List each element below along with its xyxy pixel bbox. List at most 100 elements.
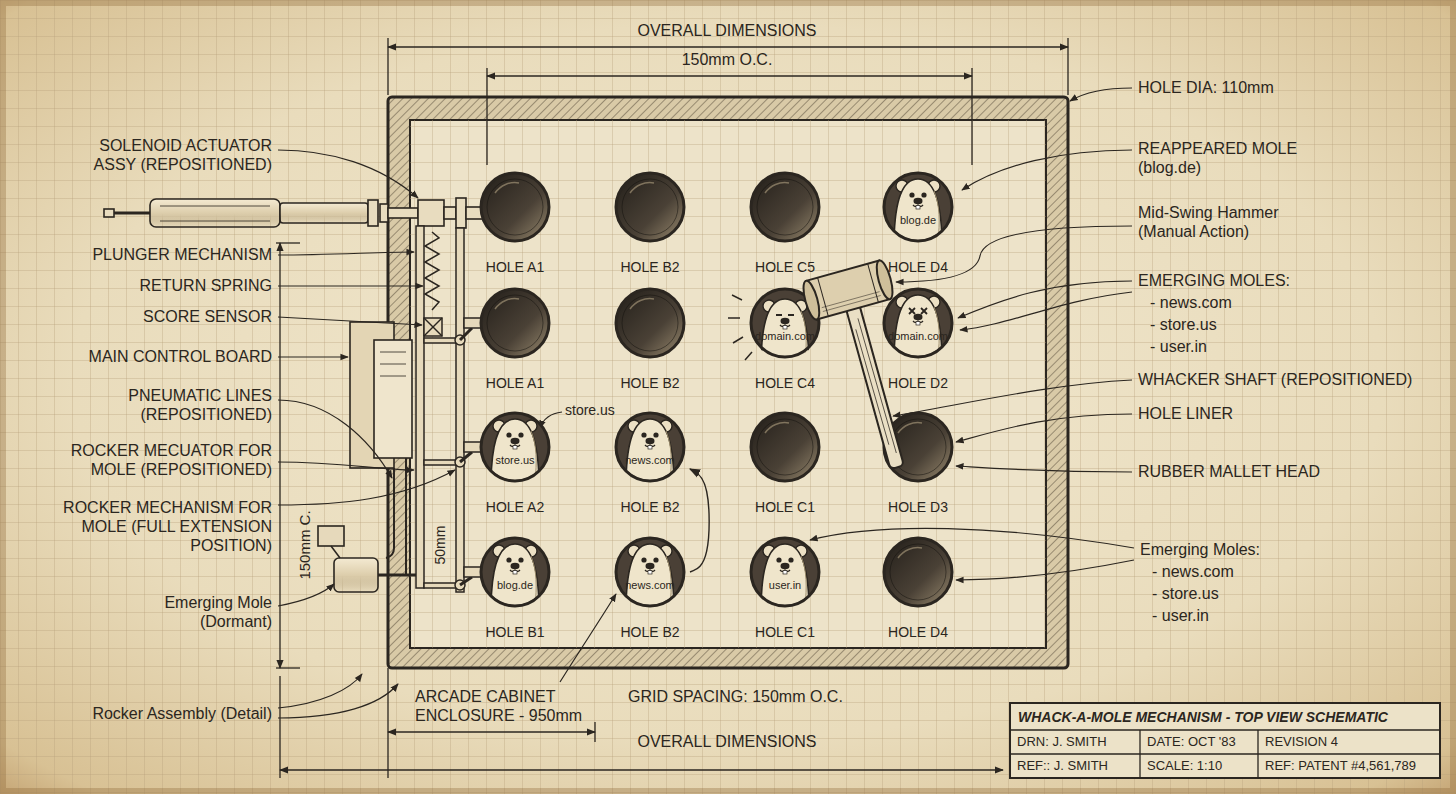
callout-label: ROCKER MECUATOR FOR MOLE (REPOSITIONED) <box>22 441 272 479</box>
hole-caption: HOLE D3 <box>878 499 958 515</box>
rocker-mechanism <box>424 318 442 336</box>
mole-domain-text: blog.de <box>900 213 936 227</box>
title-block <box>1010 703 1440 778</box>
pneumatic-lines <box>405 458 407 575</box>
mole-figure <box>513 571 517 575</box>
hole-figure <box>616 289 684 357</box>
mole-figure <box>788 314 794 316</box>
solenoid-actuator <box>160 221 270 222</box>
solenoid-actuator <box>418 200 444 226</box>
hole-interior: blog.de <box>475 536 555 608</box>
mole-figure <box>783 326 787 330</box>
solenoid-actuator <box>380 204 388 222</box>
solenoid-actuator <box>150 199 280 227</box>
mole-figure <box>783 571 787 575</box>
rocker-mechanism <box>460 452 472 462</box>
hole-figure <box>481 289 549 357</box>
impact-marks <box>732 295 742 300</box>
mole-figure <box>914 314 923 320</box>
hole-caption: HOLE D2 <box>878 375 958 391</box>
callout-label: REAPPEARED MOLE (blog.de) <box>1138 139 1338 177</box>
hole-opening <box>481 289 549 357</box>
mole-hole: HOLE A1 <box>475 171 555 275</box>
hole-liner <box>757 179 813 235</box>
cabinet-enclosure <box>410 120 1046 648</box>
impact-marks <box>728 317 740 319</box>
mallet-illustration <box>800 279 822 321</box>
hole-outline <box>479 536 551 608</box>
hole-figure <box>481 538 549 612</box>
rocker-mechanism <box>456 228 464 592</box>
hole-rim <box>481 413 549 481</box>
mole-hole: HOLE A1 <box>475 287 555 391</box>
callout-label: EMERGING MOLES: <box>1138 271 1290 290</box>
dimension-lines <box>387 38 388 95</box>
mole-figure <box>646 563 655 569</box>
hole-rim <box>616 538 684 606</box>
mole-hole: HOLE C1 <box>745 411 825 515</box>
callout-label: PNEUMATIC LINES (REPOSITIONED) <box>67 386 272 424</box>
hole-figure <box>481 413 549 487</box>
hole-figure <box>751 413 819 481</box>
cabinet-enclosure <box>388 97 1068 668</box>
dimension-lines <box>388 731 595 732</box>
hole-caption: HOLE B2 <box>610 375 690 391</box>
list-item: - user.in <box>1150 337 1207 356</box>
hole-interior <box>475 171 555 243</box>
hole-interior: news.com <box>610 536 690 608</box>
rocker-mechanism <box>424 460 456 465</box>
leader-lines <box>278 470 455 505</box>
dimension-label: ARCADE CABINET ENCLOSURE - 950mm <box>415 687 615 725</box>
callout-label: HOLE LINER <box>1138 404 1233 423</box>
rocker-mechanism <box>424 318 442 336</box>
mole-domain-text: blog.de <box>497 578 533 592</box>
hole-caption: HOLE B2 <box>610 499 690 515</box>
hole-liner <box>487 295 543 351</box>
leader-lines <box>956 466 1132 472</box>
title-block-cell: REF:: J. SMITH <box>1017 758 1108 774</box>
leader-lines <box>278 88 1134 718</box>
mole-hole: HOLE D4 <box>878 536 958 640</box>
main-control-board <box>350 322 412 468</box>
title-block-heading: WHACK-A-MOLE MECHANISM - TOP VIEW SCHEMA… <box>1018 708 1388 725</box>
dormant-mole-actuator <box>334 558 378 592</box>
hole-outline <box>882 287 954 359</box>
hole-opening <box>616 173 684 241</box>
main-control-board <box>380 364 406 365</box>
hole-label: HOLE B2 <box>620 499 679 515</box>
leader-lines <box>810 528 1134 548</box>
list-item: - news.com <box>1150 293 1232 312</box>
mallet-illustration <box>873 259 895 301</box>
hole-rim <box>481 538 549 606</box>
dimension-label: OVERALL DIMENSIONS <box>637 21 816 40</box>
mole-figure <box>506 557 511 562</box>
hole-caption: HOLE B2 <box>610 259 690 275</box>
dimension-lines <box>487 75 972 76</box>
leader-lines <box>956 414 1132 442</box>
rocker-mechanism <box>424 583 456 588</box>
callout-label: ROCKER MECHANISM FOR MOLE (FULL EXTENSIO… <box>22 498 272 556</box>
leader-lines <box>278 462 414 470</box>
hole-interior: store.us <box>475 411 555 483</box>
mole-figure <box>648 571 652 575</box>
main-control-board <box>380 376 406 377</box>
dormant-mole-actuator <box>331 546 340 558</box>
hole-caption: HOLE A1 <box>475 259 555 275</box>
mole-domain-text: news.com <box>625 578 675 592</box>
hole-opening <box>751 173 819 241</box>
hole-caption: HOLE D4 <box>878 624 958 640</box>
title-block-cell: DATE: OCT '83 <box>1147 734 1236 750</box>
hole-label: HOLE C4 <box>755 375 815 391</box>
mole-domain-text: news.com <box>625 453 675 467</box>
hole-caption: HOLE B2 <box>610 624 690 640</box>
mole-figure <box>653 432 658 437</box>
solenoid-actuator <box>114 212 150 215</box>
mole-hole: store.usHOLE A2 <box>475 411 555 515</box>
title-block-cell: REVISION 4 <box>1265 734 1338 750</box>
mole-figure <box>648 446 652 450</box>
rocker-mechanism <box>424 338 456 343</box>
leader-lines <box>278 400 392 478</box>
leader-lines <box>278 584 334 606</box>
pneumatic-lines <box>386 468 394 558</box>
